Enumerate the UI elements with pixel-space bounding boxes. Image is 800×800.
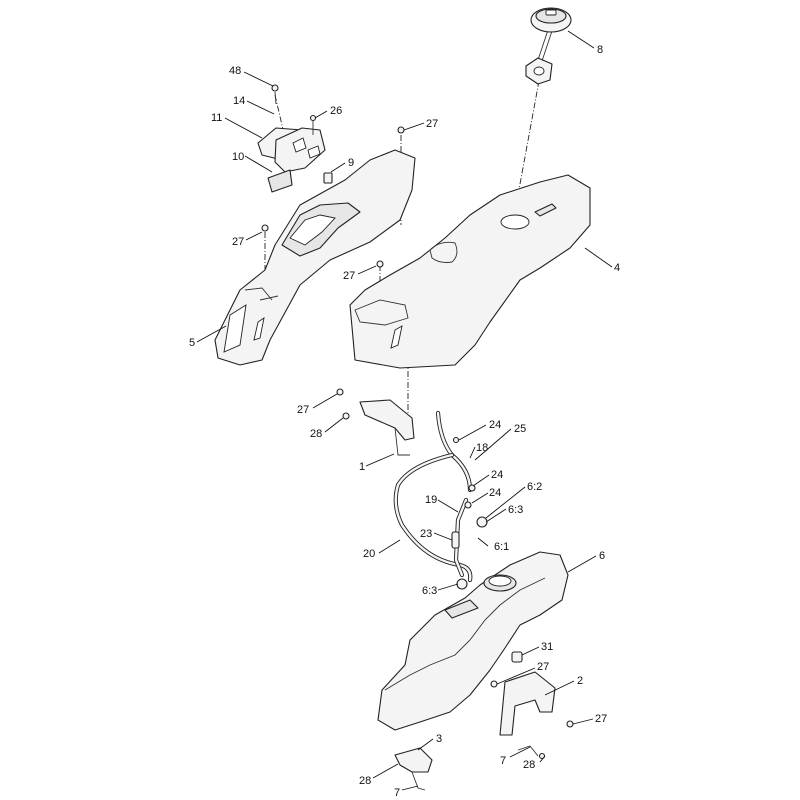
callout-27: 27 bbox=[343, 270, 355, 282]
callout-24: 24 bbox=[491, 469, 503, 481]
callout-9: 9 bbox=[348, 157, 354, 169]
callout-14: 14 bbox=[233, 95, 245, 107]
callout-24: 24 bbox=[489, 487, 501, 499]
callout-26: 26 bbox=[330, 105, 342, 117]
callout-28: 28 bbox=[359, 775, 371, 787]
callout-10: 10 bbox=[232, 151, 244, 163]
bolt-26 bbox=[309, 114, 317, 122]
callout-6-2: 6:2 bbox=[527, 481, 542, 493]
bolt-27b bbox=[261, 224, 269, 232]
callout-3: 3 bbox=[436, 733, 442, 745]
callout-27: 27 bbox=[232, 236, 244, 248]
leader-lines bbox=[196, 30, 613, 791]
callout-5: 5 bbox=[189, 337, 195, 349]
clip-9 bbox=[323, 172, 333, 184]
callout-27: 27 bbox=[537, 661, 549, 673]
fuel-cap bbox=[525, 7, 572, 85]
callout-25: 25 bbox=[514, 423, 526, 435]
callout-8: 8 bbox=[597, 44, 603, 56]
callout-6-3: 6:3 bbox=[508, 504, 523, 516]
bracket-cluster bbox=[257, 84, 405, 268]
callout-18: 18 bbox=[476, 442, 488, 454]
callout-7: 7 bbox=[500, 755, 506, 767]
plate-10b bbox=[267, 169, 293, 193]
callout-48: 48 bbox=[229, 65, 241, 77]
callout-1: 1 bbox=[359, 461, 365, 473]
bolt-27a bbox=[397, 126, 405, 134]
callout-labels: 48 14 11 10 26 27 9 8 4 27 27 5 27 28 1 … bbox=[189, 44, 620, 799]
callout-31: 31 bbox=[541, 641, 553, 653]
callout-6-1: 6:1 bbox=[494, 541, 509, 553]
callout-28: 28 bbox=[310, 428, 322, 440]
callout-27: 27 bbox=[426, 118, 438, 130]
callout-11: 11 bbox=[211, 112, 222, 124]
left-fender bbox=[214, 149, 416, 366]
bracket-1 bbox=[336, 388, 415, 456]
callout-19: 19 bbox=[425, 494, 437, 506]
bolt-48 bbox=[271, 84, 279, 92]
fuel-tank bbox=[377, 551, 569, 731]
callout-27: 27 bbox=[595, 713, 607, 725]
fuel-hoses bbox=[393, 410, 488, 590]
bolt-27c bbox=[376, 260, 384, 268]
bracket-2 bbox=[490, 651, 574, 736]
callout-27: 27 bbox=[297, 404, 309, 416]
callout-6: 6 bbox=[599, 550, 605, 562]
callout-6-3: 6:3 bbox=[422, 585, 437, 597]
callout-20: 20 bbox=[363, 548, 375, 560]
callout-28: 28 bbox=[523, 759, 535, 771]
callout-7: 7 bbox=[394, 787, 400, 799]
right-fender bbox=[349, 174, 591, 369]
callout-23: 23 bbox=[420, 528, 432, 540]
callout-4: 4 bbox=[614, 262, 620, 274]
callout-24: 24 bbox=[489, 419, 501, 431]
callout-2: 2 bbox=[577, 675, 583, 687]
